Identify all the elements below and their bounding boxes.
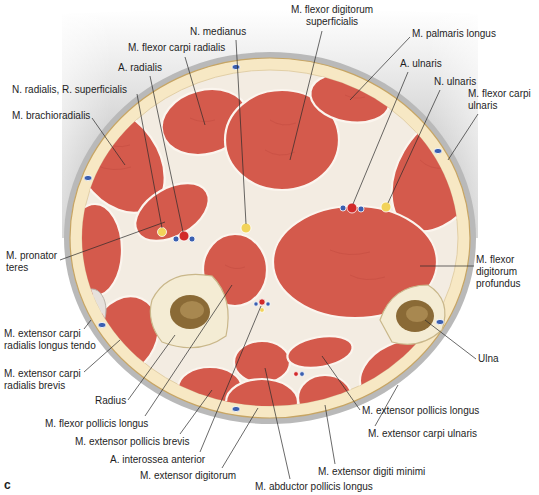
anatomy-label: M. flexor carpi ulnaris [468, 88, 536, 112]
anatomy-label: M. flexor pollicis longus [45, 418, 148, 430]
anatomy-label: M. flexor carpi radialis [128, 42, 225, 54]
anatomy-label: M. extensor pollicis brevis [75, 436, 189, 448]
anatomy-label: M. pronator teres [6, 250, 66, 274]
anatomy-label: A. radialis [118, 62, 162, 74]
anatomy-label: M. flexor digitorum profundus [476, 254, 536, 290]
anatomy-label: A. interossea anterior [110, 454, 205, 466]
anatomy-label: M. extensor pollicis longus [362, 405, 479, 417]
anatomy-label: N. ulnaris [434, 76, 476, 88]
anatomy-label: Radius [95, 395, 126, 407]
anatomy-label: N. radialis, R. superficialis [12, 84, 127, 96]
anatomy-label: Ulna [478, 353, 499, 365]
anatomy-label: M. extensor digitorum [140, 470, 236, 482]
anatomy-label: M. extensor digiti minimi [318, 466, 425, 478]
bones [150, 274, 445, 347]
anatomy-label: M. palmaris longus [412, 28, 496, 40]
anatomy-label: M. brachioradialis [12, 110, 90, 122]
anatomy-label: A. ulnaris [400, 58, 442, 70]
anatomy-label: M. abductor pollicis longus [255, 481, 373, 493]
figure-letter: c [4, 478, 11, 492]
muscles [52, 67, 508, 425]
anatomy-label: N. medianus [190, 26, 246, 38]
anatomy-label: M. extensor carpi radialis brevis [4, 368, 94, 392]
skin [70, 58, 470, 418]
anatomy-label: M. flexor digitorum superficialis [282, 4, 382, 28]
muscle-texture [95, 95, 445, 373]
anatomy-label: M. extensor carpi ulnaris [368, 428, 477, 440]
vessels-nerves [84, 64, 444, 411]
anatomy-label: M. extensor carpi radialis longus tendo [4, 328, 106, 352]
